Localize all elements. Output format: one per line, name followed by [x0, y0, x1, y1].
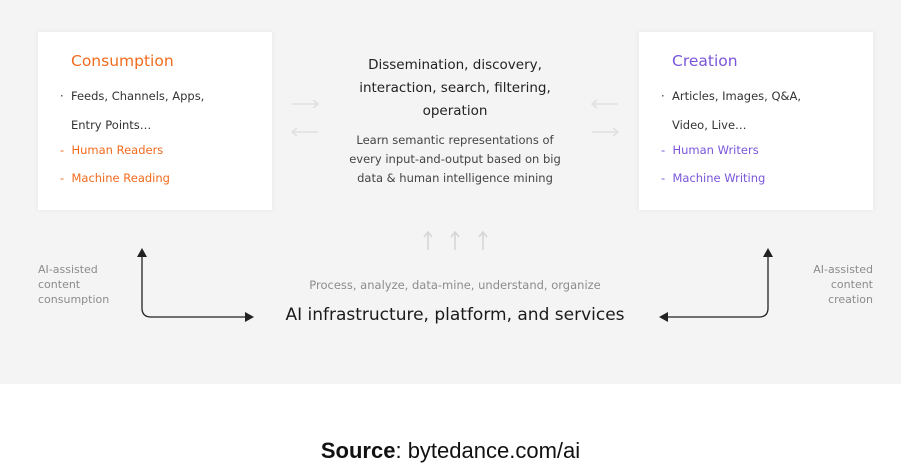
center-sub-line2: every input-and-output based on big — [349, 152, 561, 166]
creation-item2-label: Machine Writing — [672, 171, 766, 185]
arrow-up-head — [763, 248, 773, 257]
consumption-item-machine-reading: - Machine Reading — [60, 171, 170, 185]
consumption-card: Consumption · Feeds, Channels, Apps, Ent… — [38, 32, 272, 210]
arrow-up-icon — [423, 230, 433, 250]
creation-bullet: · Articles, Images, Q&A, — [661, 89, 801, 103]
center-sub-line3: data & human intelligence mining — [357, 171, 553, 185]
right-side-label: AI-assisted content creation — [813, 263, 873, 306]
source-value: bytedance.com/ai — [401, 438, 581, 463]
up-arrows — [423, 230, 488, 250]
arrow-right-icon — [592, 127, 620, 137]
creation-bullet-line1: Articles, Images, Q&A, — [671, 89, 802, 103]
arrow-left-icon — [590, 99, 618, 109]
source-label: Source — [320, 438, 396, 463]
arrow-up-icon — [450, 230, 460, 250]
center-sub-line1: Learn semantic representations of — [356, 133, 554, 147]
creation-item1-label: Human Writers — [672, 143, 759, 157]
consumption-item1-label: Human Readers — [71, 143, 164, 157]
center-subtitle: Learn semantic representations of every … — [305, 131, 605, 188]
creation-card: Creation · Articles, Images, Q&A, Video,… — [639, 32, 873, 210]
creation-title: Creation — [672, 52, 738, 70]
arrow-up-head — [137, 248, 147, 257]
consumption-bullet: · Feeds, Channels, Apps, — [60, 89, 204, 103]
creation-item-human-writers: - Human Writers — [661, 143, 759, 157]
left-side-label: AI-assisted content consumption — [38, 263, 110, 306]
consumption-title: Consumption — [71, 52, 174, 70]
connector-arrows — [137, 99, 773, 322]
right-connector — [667, 256, 769, 318]
bullet-dot: · — [661, 89, 672, 103]
dash-marker: - — [60, 143, 72, 157]
dash-marker: - — [661, 171, 673, 185]
dash-marker: - — [60, 171, 72, 185]
center-title: Dissemination, discovery, interaction, s… — [305, 54, 605, 123]
arrow-up-icon — [478, 230, 488, 250]
consumption-item2-label: Machine Reading — [71, 171, 170, 185]
arrow-left-head — [659, 312, 668, 322]
left-connector — [141, 256, 246, 318]
arrow-left-icon — [290, 127, 318, 137]
left-exchange-arrows — [290, 99, 320, 137]
creation-bullet-line2: Video, Live… — [672, 118, 747, 132]
source-separator: : — [395, 438, 402, 463]
right-exchange-arrows — [590, 99, 620, 137]
infrastructure-text: AI infrastructure, platform, and service… — [285, 305, 625, 325]
center-title-line1: Dissemination, discovery, — [368, 57, 542, 73]
process-text: Process, analyze, data-mine, understand,… — [309, 278, 601, 292]
dash-marker: - — [661, 143, 673, 157]
bullet-dot: · — [60, 89, 71, 103]
consumption-bullet-line1: Feeds, Channels, Apps, — [70, 89, 205, 103]
arrow-right-icon — [292, 99, 320, 109]
center-title-line3: operation — [422, 103, 488, 119]
arrow-right-head — [245, 312, 254, 322]
creation-item-machine-writing: - Machine Writing — [661, 171, 765, 185]
source-caption: Source: bytedance.com/ai — [0, 438, 901, 464]
consumption-item-human-readers: - Human Readers — [60, 143, 163, 157]
consumption-bullet-line2: Entry Points… — [71, 118, 152, 132]
center-title-line2: interaction, search, filtering, — [359, 80, 551, 96]
